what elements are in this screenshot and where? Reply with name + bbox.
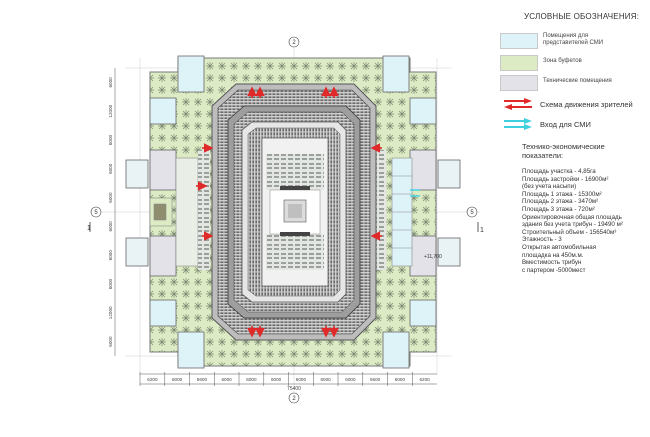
left-dimension: 6000 [108,278,113,289]
left-dimension: 6000 [108,250,113,261]
tech-line: Вместимость трибун [522,259,582,267]
legend-arrow-label-spectators: Схема движения зрителей [540,100,633,109]
bottom-dimension: 6000 [345,377,356,382]
bottom-dimension: 6200 [419,377,430,382]
tech-line: Ориентировочная общая площадь [522,213,622,221]
bottom-dimension: 6000 [221,377,232,382]
tech-line: с партером -5000мест [522,266,586,274]
left-dimension: 6000 [108,221,113,232]
bottom-dimension: 5600 [370,377,381,382]
tech-line: здания без учета трибун - 19490 м² [522,221,623,229]
left-dimension: 6000 [108,163,113,174]
bottom-dimension: 6000 [271,377,282,382]
axis-left-label: 5 [94,210,98,216]
section-left-label: 1 [87,225,91,232]
tech-line: Площадь 2 этажа - 3470м² [522,198,599,206]
legend-label-tech: Технические помещения [543,78,612,84]
axis-top-label: 2 [292,40,296,46]
left-strip [149,157,199,267]
axis-right-label: 5 [470,210,474,216]
tech-line: площадка на 450м.м. [522,251,584,259]
cyan-arrow-icon [504,118,532,130]
bottom-dimension: 6000 [172,377,183,382]
left-dimension-labels: 6000 12000 6000 6000 6000 6000 6000 6000 12000 60… [108,77,113,347]
legend-label-media: Помещения для представителей СМИ [543,33,604,46]
bottom-dimension: 6000 [320,377,331,382]
media-rooms [391,157,413,267]
left-dimension: 6000 [108,134,113,145]
tribune-bowl [211,83,377,341]
legend-label-buffet: Зона буфетов [543,58,582,64]
tech-line: Строительный объем - 156540м³ [522,228,617,236]
tech-line: Этажность - 3 [522,236,562,244]
legend-arrow-label-media: Вход для СМИ [540,120,591,129]
tech-line: Площадь застройки - 16900м² [522,175,609,183]
tech-line: Площадь 3 этажа - 720м² [522,205,595,213]
bottom-dimension-labels: 6200 6000 5600 6000 6000 6000 6000 6000 6000 5600… [139,372,430,386]
tech-line: Площадь участка - 4,85га [522,168,596,175]
tech-line: (без учета насыпи) [522,183,577,191]
level-mark: +11,700 [424,254,442,260]
red-arrow-icon [504,98,532,110]
bottom-dimension: 6000 [246,377,257,382]
section-right-label: 1 [480,227,484,234]
bottom-dimension: 6000 [395,377,406,382]
left-dimension: 6000 [108,192,113,203]
legend-swatch-buffet [500,55,538,71]
tech-line: Площадь 1 этажа - 15300м² [522,190,602,198]
left-dimension: 6000 [108,77,113,88]
perimeter-wings [125,55,461,369]
total-dimension: 75400 [287,386,301,392]
spectator-flow-arrows [196,86,382,338]
legend-swatch-media [500,33,538,49]
left-dimension: 12000 [108,306,113,319]
legend-swatch-tech [500,75,538,91]
bottom-dimension: 6000 [296,377,307,382]
axis-bottom-label: 2 [292,396,296,402]
axis-markers: 2 2 5 5 1 1 +11,700 [87,36,484,404]
legend-title: УСЛОВНЫЕ ОБОЗНАЧЕНИЯ: [524,12,640,21]
tech-line: Открытая автомобильная [522,243,597,251]
media-entrance-arrows [410,189,420,197]
tech-title: Технико-экономические показатели: [522,142,605,160]
legend-panel: УСЛОВНЫЕ ОБОЗНАЧЕНИЯ: Помещения для пред… [490,0,650,437]
left-dimension: 12000 [108,104,113,117]
bottom-dimension: 5600 [197,377,208,382]
left-dimension: 6000 [108,336,113,347]
bottom-dimension: 6200 [147,377,158,382]
